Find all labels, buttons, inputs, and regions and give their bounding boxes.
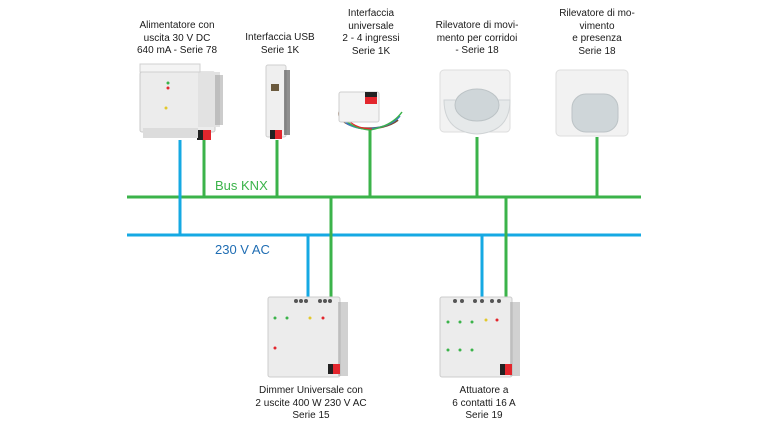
label-line: Alimentatore con xyxy=(139,20,215,31)
label-line: universale xyxy=(348,20,394,32)
actuator-icon xyxy=(439,296,520,378)
ac-line-label: 230 V AC xyxy=(215,242,270,257)
usb-interface-icon xyxy=(265,64,290,139)
label-line: Interfaccia USB xyxy=(245,32,315,43)
label-line: 6 contatti 16 A xyxy=(452,397,516,409)
universal-dimmer-label: Dimmer Universale con 2 uscite 400 W 230… xyxy=(255,385,366,423)
knx-bus-label: Bus KNX xyxy=(215,178,268,193)
label-line: Rilevatore di mo- xyxy=(559,8,635,19)
universal-dimmer-icon xyxy=(267,296,348,378)
label-line: Dimmer Universale con xyxy=(259,385,363,396)
universal-interface-label: Interfaccia universale 2 - 4 ingressi Se… xyxy=(342,8,399,58)
label-line: vimento xyxy=(579,20,615,32)
label-line: e presenza xyxy=(572,33,622,44)
label-line: Serie 19 xyxy=(465,410,503,421)
presence-sensor-icon xyxy=(555,69,629,137)
label-line: - Serie 18 xyxy=(455,45,499,56)
presence-detector-label: Rilevatore di mo- vimento e presenza Ser… xyxy=(559,8,635,58)
label-line: 2 - 4 ingressi xyxy=(342,33,400,44)
label-line: Serie 1K xyxy=(351,45,391,57)
corridor-motion-sensor-icon xyxy=(439,69,511,135)
label-line: Serie 18 xyxy=(578,45,616,57)
actuator-label: Attuatore a 6 contatti 16 A Serie 19 xyxy=(452,385,515,423)
power-supply-label: Alimentatore con uscita 30 V DC 640 mA -… xyxy=(137,20,217,58)
label-line: 2 uscite 400 W 230 V AC xyxy=(255,397,367,409)
label-line: uscita 30 V DC xyxy=(143,32,211,44)
usb-interface-label: Interfaccia USB Serie 1K xyxy=(245,32,314,57)
universal-interface-icon xyxy=(338,91,403,131)
label-line: 640 mA - Serie 78 xyxy=(136,45,218,56)
corridor-motion-detector-label: Rilevatore di movi- mento per corridoi -… xyxy=(436,20,519,58)
label-line: Interfaccia xyxy=(347,8,395,19)
label-line: mento per corridoi xyxy=(436,32,518,44)
label-line: Serie 15 xyxy=(292,410,330,421)
label-line: Rilevatore di movi- xyxy=(435,20,519,31)
label-line: Serie 1K xyxy=(260,44,300,56)
label-line: Attuatore a xyxy=(459,385,509,396)
power-supply-icon xyxy=(139,63,223,140)
